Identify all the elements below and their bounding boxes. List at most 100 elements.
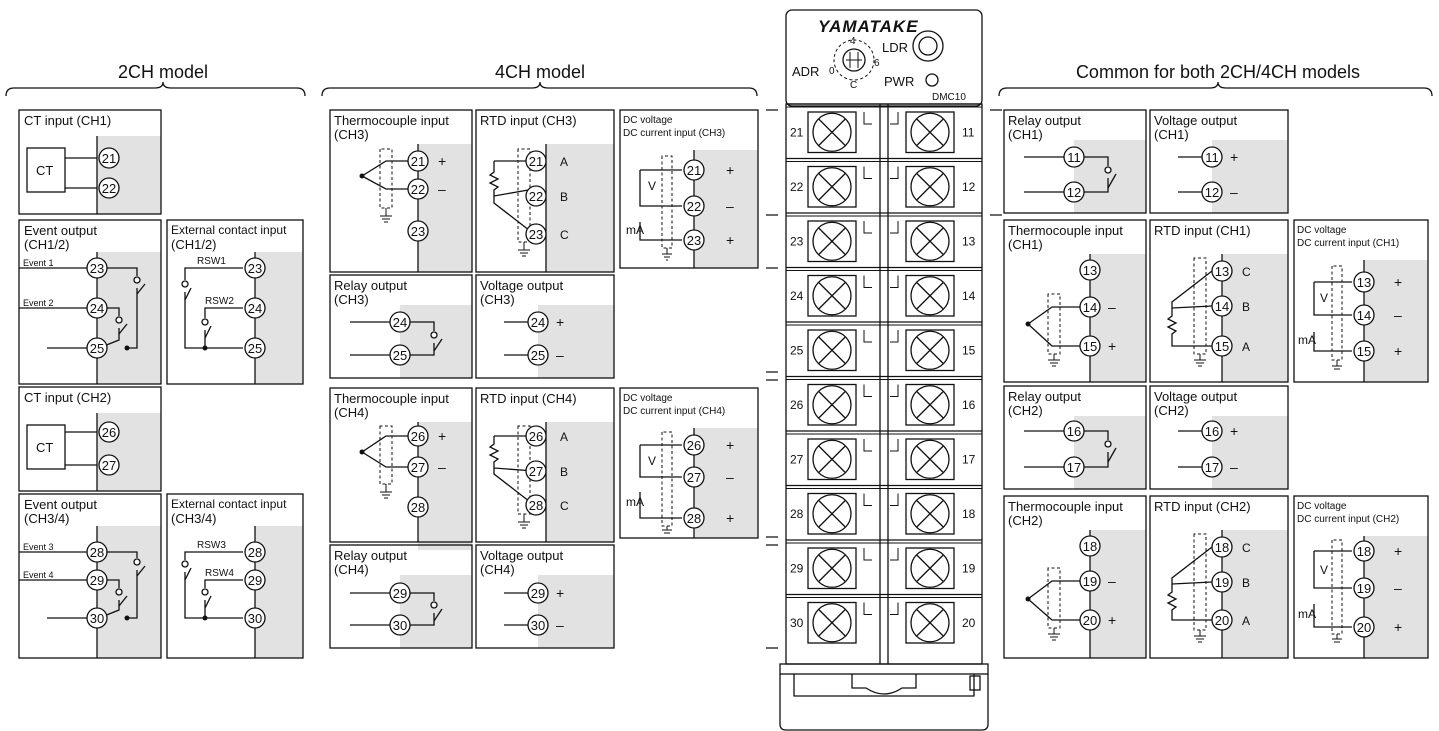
voltage-output-ch3-title: Voltage output [480,278,564,293]
screw-housing [905,220,955,263]
terminal-20: 20 [1083,613,1097,628]
dc-voltage-label: V [1320,563,1328,577]
polarity-plus: + [1394,343,1402,359]
relay-output-ch3-title: Relay output [334,278,407,293]
event3-label: Event 3 [23,542,54,552]
relay-output-ch3-subtitle: (CH3) [334,292,369,307]
terminal-30: 30 [248,611,262,626]
polarity-plus: + [1108,612,1116,628]
terminal-28: 28 [248,545,262,560]
rsw4-label: RSW4 [205,568,234,579]
polarity-plus: + [1394,274,1402,290]
dc-input-ch4-subtitle: DC current input (CH4) [623,406,725,417]
screw-housing [807,601,857,644]
voltage-output-ch3-subtitle: (CH3) [480,292,515,307]
thermocouple-ch4-subtitle: (CH4) [334,405,369,420]
dc-input-ch2-title: DC voltage [1297,501,1347,512]
terminal-27: 27 [411,460,425,475]
header-2ch: 2CH model [5,62,306,97]
terminal-22: 22 [529,189,543,204]
dc-input-ch4-box: DC voltage DC current input (CH4) V mA 2… [619,387,759,539]
terminal-21: 21 [411,154,425,169]
voltage-output-ch4-box: Voltage output (CH4) 29 30 + – [475,544,615,649]
external-contact-ch12-title: External contact input [171,223,287,237]
terminal-27: 27 [102,458,116,473]
dc-input-ch3-box: DC voltage DC current input (CH3) V mA 2… [619,109,759,269]
event-output-ch34-subtitle: (CH3/4) [24,511,70,526]
polarity-minus: – [1230,184,1238,200]
thermocouple-ch1-box: Thermocouple input (CH1) 13 14 15 – + [1003,219,1147,383]
thermocouple-ch4-box: Thermocouple input (CH4) 26 27 28 + – [329,387,473,550]
rtd-label-c: C [1242,541,1251,555]
rtd-label-b: B [560,190,568,204]
polarity-plus: + [726,510,734,526]
relay-output-ch1-box: Relay output (CH1) 11 12 [1003,109,1147,214]
header-2ch-label: 2CH model [118,62,208,82]
voltage-output-ch4-title: Voltage output [480,548,564,563]
polarity-minus: – [726,469,734,485]
screw-housing [807,492,857,535]
dial-mark-left: 0 [829,66,835,77]
terminal-26: 26 [529,429,543,444]
thermocouple-ch1-subtitle: (CH1) [1008,237,1043,252]
polarity-minus: – [1108,573,1116,589]
voltage-output-ch3-box: Voltage output (CH3) 24 25 + – [475,274,615,379]
ct-input-ch1-title: CT input (CH1) [24,113,111,128]
rtd-ch4-title: RTD input (CH4) [480,391,577,406]
right-terminal-number: 18 [962,507,976,521]
rtd-label-a: A [1242,614,1250,628]
event-output-ch12-title: Event output [24,223,97,238]
polarity-minus: – [1394,307,1402,323]
screw-housing [905,274,955,317]
left-terminal-number: 24 [790,289,804,303]
rtd-ch1-box: RTD input (CH1) 13 14 15 C B A [1149,219,1289,383]
screw-housing [807,547,857,590]
device-top-panel [785,9,983,107]
screw-housing [807,274,857,317]
rtd-label-c: C [560,228,569,242]
terminal-30: 30 [393,618,407,633]
pwr-label: PWR [884,74,914,89]
rtd-label-b: B [560,465,568,479]
adr-label: ADR [792,64,819,79]
polarity-plus: + [1230,149,1238,165]
thermocouple-ch3-title: Thermocouple input [334,113,449,128]
relay-output-ch2-subtitle: (CH2) [1008,403,1043,418]
rsw2-label: RSW2 [205,296,234,307]
terminal-13: 13 [1215,264,1229,279]
terminal-25: 25 [90,341,104,356]
screw-housing [807,383,857,426]
header-4ch: 4CH model [321,62,758,97]
terminal-28: 28 [529,498,543,513]
rtd-label-b: B [1242,300,1250,314]
polarity-minus: – [438,459,446,475]
screw-housing [905,383,955,426]
terminal-25: 25 [531,348,545,363]
polarity-minus: – [556,617,564,633]
screw-housing [905,438,955,481]
right-terminal-number: 20 [962,616,976,630]
terminal-28: 28 [687,511,701,526]
screw-housing [807,329,857,372]
left-terminal-number: 22 [790,180,804,194]
rtd-ch1-title: RTD input (CH1) [1154,223,1251,238]
voltage-output-ch2-box: Voltage output (CH2) 16 17 + – [1149,385,1289,490]
device-base-rail [779,663,989,675]
polarity-plus: + [438,428,446,444]
terminal-20: 20 [1215,613,1229,628]
terminal-13: 13 [1083,263,1097,278]
event4-label: Event 4 [23,570,54,580]
dc-input-ch1-box: DC voltage DC current input (CH1) V mA 1… [1293,219,1429,383]
power-led-icon [925,73,939,87]
terminal-19: 19 [1357,581,1371,596]
ct-label: CT [36,440,53,455]
dial-mark-bottom: C [850,80,857,91]
terminal-19: 19 [1083,574,1097,589]
terminal-29: 29 [90,573,104,588]
